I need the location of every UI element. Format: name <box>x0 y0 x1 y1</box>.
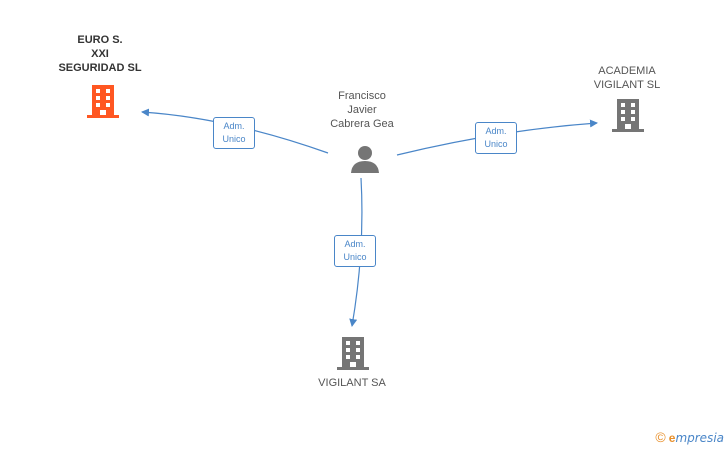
building-icon-euro[interactable] <box>87 83 119 119</box>
person-icon[interactable] <box>350 144 380 174</box>
edge-label-euro[interactable]: Adm. Unico <box>213 117 255 149</box>
empresia-logo[interactable]: ©empresia <box>655 429 724 445</box>
company-label-euro[interactable]: EURO S. XXI SEGURIDAD SL <box>58 34 142 74</box>
company-label-academia[interactable]: ACADEMIA VIGILANT SL <box>593 65 661 91</box>
company-label-vigilant-sa[interactable]: VIGILANT SA <box>318 377 386 389</box>
copyright-symbol: © <box>655 429 666 445</box>
brand-initial: e <box>668 431 676 445</box>
edge-label-academia[interactable]: Adm. Unico <box>475 122 517 154</box>
building-icon-academia[interactable] <box>612 97 644 133</box>
brand-name: mpresia <box>675 431 724 445</box>
edge-label-vigilant-sa[interactable]: Adm. Unico <box>334 235 376 267</box>
building-icon-vigilant-sa[interactable] <box>337 335 369 371</box>
person-label-francisco[interactable]: Francisco Javier Cabrera Gea <box>330 90 394 130</box>
